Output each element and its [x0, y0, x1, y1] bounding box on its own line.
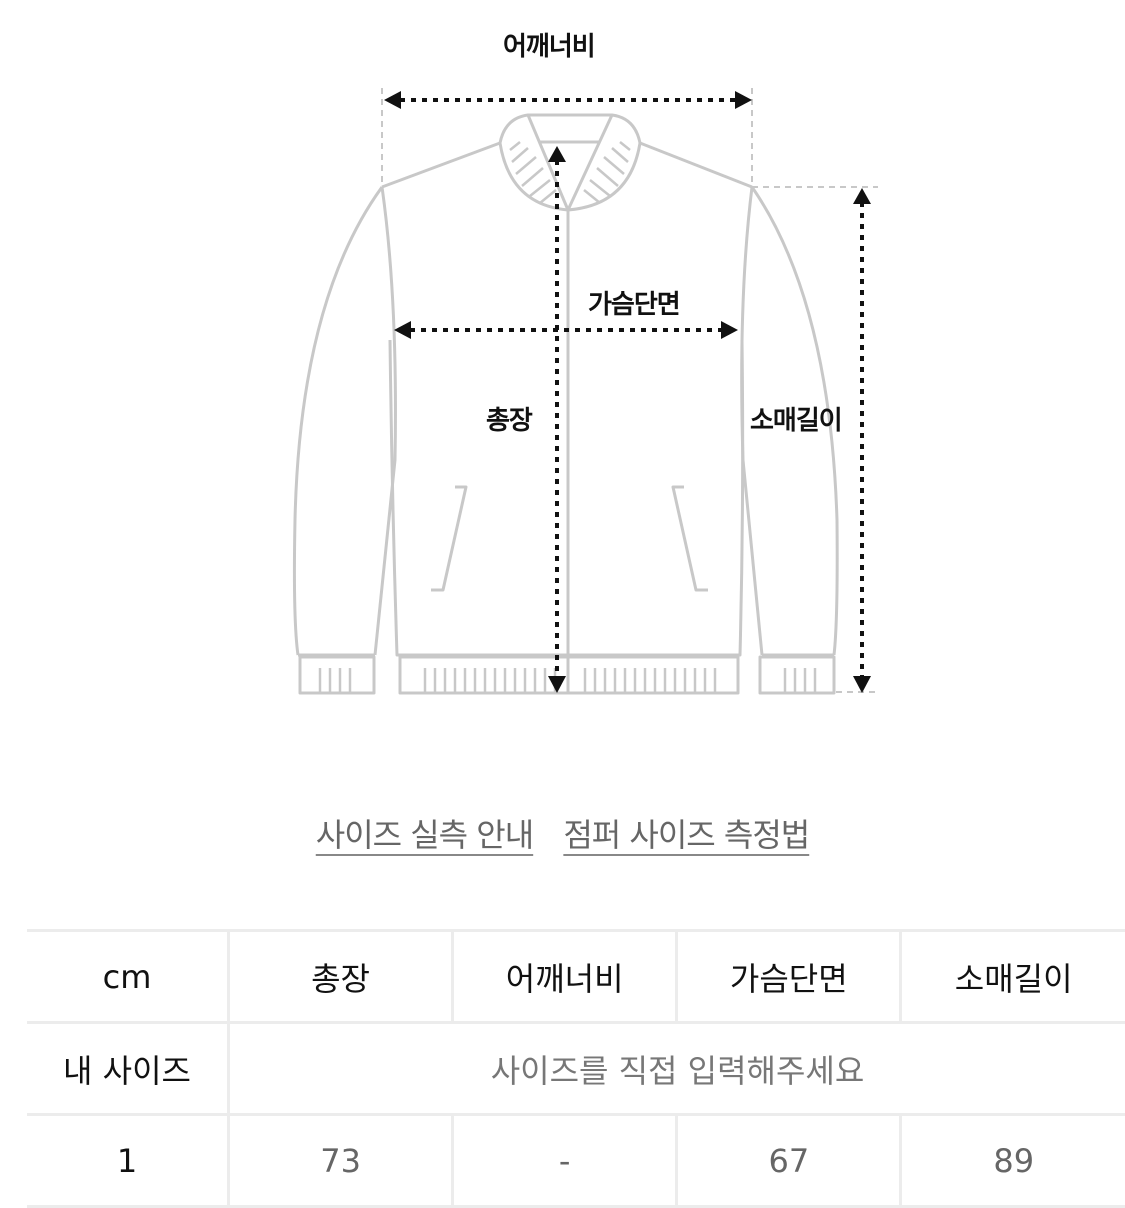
my-size-row: 내 사이즈 사이즈를 직접 입력해주세요: [27, 1023, 1125, 1115]
value-sleeve: 89: [901, 1115, 1125, 1207]
size-guide-links: 사이즈 실측 안내 점퍼 사이즈 측정법: [0, 810, 1125, 856]
size-guide-link[interactable]: 사이즈 실측 안내: [316, 816, 533, 854]
label-shoulder-width: 어깨너비: [503, 26, 595, 63]
label-sleeve-length: 소매길이: [750, 400, 842, 437]
unit-header: cm: [27, 931, 229, 1023]
value-shoulder: -: [453, 1115, 677, 1207]
jacket-outline-icon: [0, 0, 1125, 760]
label-total-length: 총장: [486, 400, 532, 437]
size-table: cm 총장 어깨너비 가슴단면 소매길이 내 사이즈 사이즈를 직접 입력해주세…: [27, 929, 1125, 1208]
my-size-input[interactable]: 사이즈를 직접 입력해주세요: [229, 1023, 1125, 1115]
value-length: 73: [229, 1115, 453, 1207]
column-header-shoulder: 어깨너비: [453, 931, 677, 1023]
size-label: 1: [27, 1115, 229, 1207]
column-header-length: 총장: [229, 931, 453, 1023]
measure-method-link[interactable]: 점퍼 사이즈 측정법: [563, 816, 809, 854]
value-chest: 67: [677, 1115, 901, 1207]
label-chest-width: 가슴단면: [588, 284, 680, 321]
table-row: 1 73 - 67 89: [27, 1115, 1125, 1207]
my-size-label: 내 사이즈: [27, 1023, 229, 1115]
column-header-sleeve: 소매길이: [901, 931, 1125, 1023]
column-header-chest: 가슴단면: [677, 931, 901, 1023]
table-header-row: cm 총장 어깨너비 가슴단면 소매길이: [27, 931, 1125, 1023]
jacket-size-diagram: 어깨너비 가슴단면 총장 소매길이: [0, 0, 1125, 760]
